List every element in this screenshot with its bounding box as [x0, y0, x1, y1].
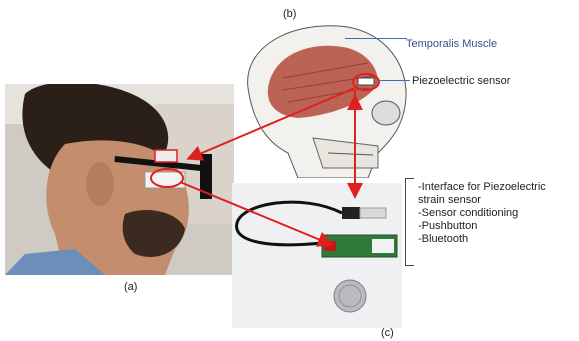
arrow-glasses-to-board: [180, 182, 330, 244]
arrow-skull-to-temple: [190, 88, 355, 158]
